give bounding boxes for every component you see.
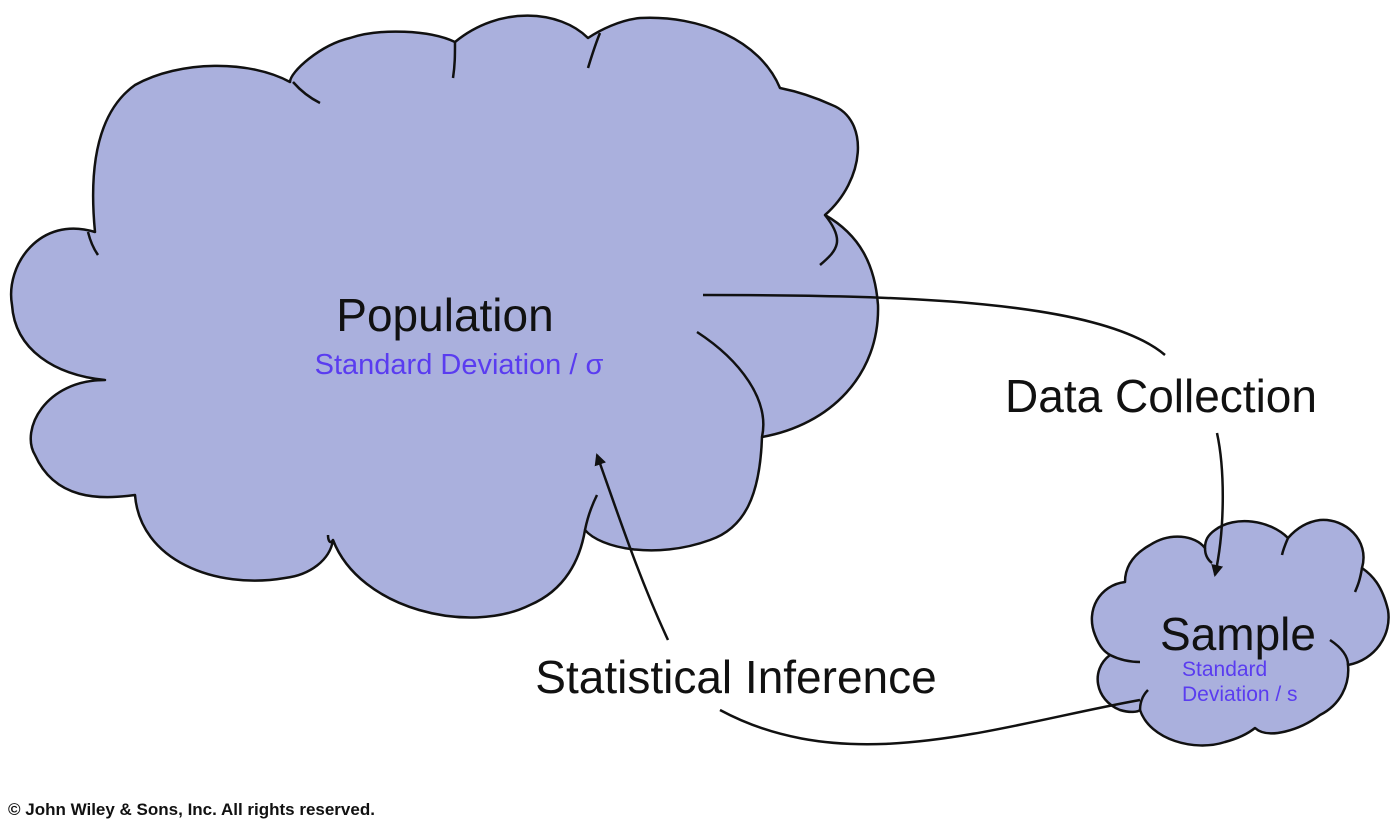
copyright-notice: © John Wiley & Sons, Inc. All rights res… xyxy=(8,800,375,819)
population-fold-line xyxy=(292,81,321,105)
population-fold-line xyxy=(586,32,602,69)
data-collection-arrow-lower xyxy=(1211,432,1224,577)
population-fold-line xyxy=(451,41,457,79)
statistical-inference-label: Statistical Inference xyxy=(535,651,936,703)
population-fold-line xyxy=(86,231,100,256)
sample-subtitle-line2: Deviation / s xyxy=(1182,683,1298,706)
population-cloud-shape xyxy=(9,14,880,619)
sample-fold-line xyxy=(1138,689,1149,711)
population-cloud xyxy=(9,14,880,619)
sample-title: Sample xyxy=(1160,608,1316,660)
data-collection-label: Data Collection xyxy=(1005,370,1317,422)
data-collection-arrow-upper xyxy=(702,293,1166,356)
population-fold-line xyxy=(819,214,839,266)
sample-fold-line xyxy=(1280,537,1290,556)
sample-fold-line xyxy=(1329,638,1350,666)
population-fold-line xyxy=(696,330,765,438)
sample-cloud-shape xyxy=(1090,518,1390,747)
statistical-inference-arrow-lower xyxy=(719,698,1141,746)
sample-cloud xyxy=(1090,518,1390,747)
population-subtitle: Standard Deviation / σ xyxy=(315,349,604,381)
sample-subtitle-line1: Standard xyxy=(1182,658,1267,681)
population-fold-line xyxy=(326,534,335,544)
population-fold-line xyxy=(583,494,599,531)
sample-fold-line xyxy=(1203,547,1213,564)
sample-fold-line xyxy=(1109,653,1141,664)
sample-fold-line xyxy=(1353,567,1364,593)
population-title: Population xyxy=(336,289,553,341)
statistical-inference-arrow-upper xyxy=(594,453,670,641)
